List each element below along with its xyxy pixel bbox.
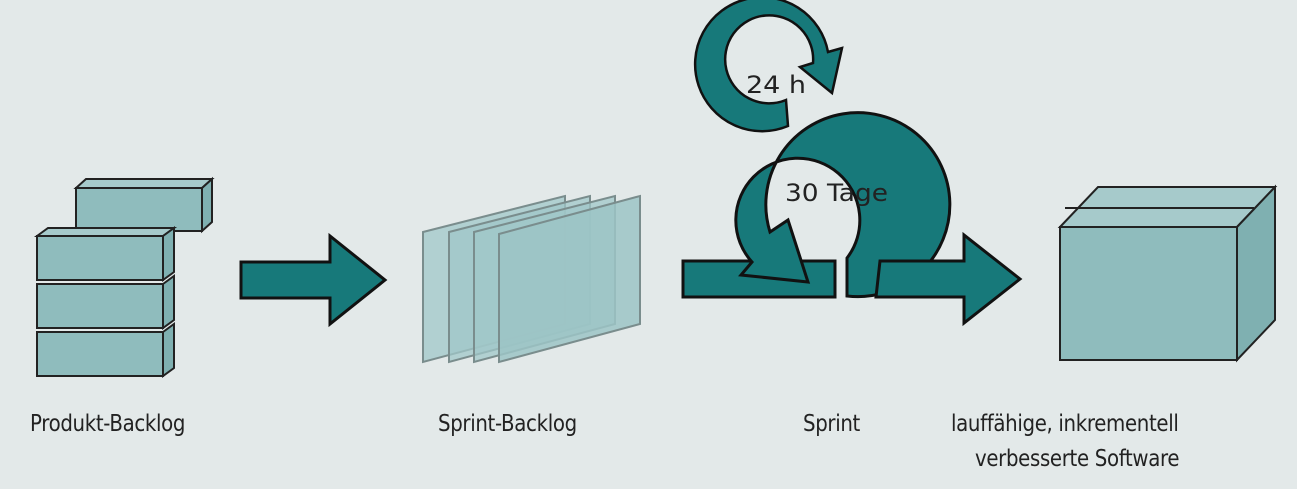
- box-icon: [1057, 184, 1278, 363]
- daily-cycle-label: 24 h: [746, 71, 806, 99]
- backlog-block: [33, 226, 178, 282]
- sprint-cycle-arrow-icon: [734, 111, 952, 299]
- backlog-block: [36, 274, 175, 330]
- backlog-block: [36, 322, 175, 378]
- stacked-blocks-icon: [33, 176, 215, 378]
- sprint-cycle-icon: 24 h 30 Tage: [681, 0, 1023, 327]
- arrow-right-icon: [874, 231, 1023, 327]
- backlog-block: [73, 176, 215, 234]
- software-label-line1: lauffähige, inkrementell: [951, 411, 1179, 437]
- arrow-right-icon: [239, 232, 388, 328]
- daily-cycle-arrow-icon: [693, 0, 844, 133]
- sprint-cycle-label: 30 Tage: [785, 179, 888, 207]
- software-label-line2: verbesserte Software: [975, 446, 1180, 472]
- stacked-sheets-icon: [422, 194, 641, 364]
- sprint-label: Sprint: [803, 411, 860, 437]
- produkt-backlog-label: Produkt-Backlog: [30, 411, 186, 437]
- sprint-backlog-label: Sprint-Backlog: [438, 411, 577, 437]
